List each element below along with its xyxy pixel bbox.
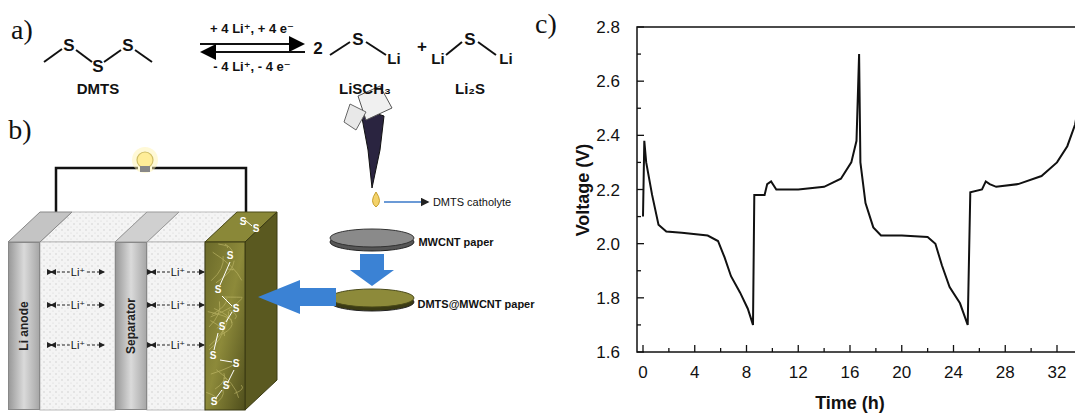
sulfur-atom: S	[215, 285, 222, 295]
ion-label: Li⁺	[170, 300, 186, 311]
sulfur-atom: S	[227, 251, 234, 261]
x-tick-label: 12	[789, 364, 808, 381]
ion-label: Li⁺	[170, 267, 186, 278]
compound-name: Li₂S	[455, 81, 485, 96]
ion-label: Li⁺	[170, 340, 186, 351]
axis-title: Voltage (V)	[574, 144, 592, 237]
slab-label: Separator	[124, 298, 138, 354]
li-anode-slab: Li anode	[8, 242, 40, 410]
atom-s: S	[92, 58, 103, 75]
separator-slab: Separator	[115, 242, 147, 410]
preparation-sketch	[258, 86, 428, 314]
sulfur-atom: S	[223, 381, 230, 391]
panel-letter: c)	[535, 10, 557, 38]
sulfur-atom: S	[240, 217, 247, 227]
material-label: DMTS@MWCNT paper	[417, 299, 534, 310]
y-tick-label: 1.8	[596, 289, 620, 306]
sulfur-atom: S	[253, 224, 260, 234]
atom-s: S	[122, 37, 133, 54]
sulfur-atom: S	[233, 359, 240, 369]
compound-name: LiSCH₃	[339, 81, 391, 96]
y-tick-label: 2.0	[596, 235, 620, 252]
ion-label: Li⁺	[70, 267, 86, 278]
panel-letter: b)	[8, 116, 31, 144]
x-tick-label: 16	[841, 364, 860, 381]
x-tick-label: 8	[742, 364, 751, 381]
atom-li: Li	[499, 51, 512, 66]
slab-label: Li anode	[17, 301, 31, 350]
y-tick-label: 2.6	[596, 73, 620, 90]
material-label: DMTS catholyte	[433, 197, 511, 208]
sulfur-atom: S	[219, 322, 226, 332]
sulfur-atom: S	[210, 351, 217, 361]
y-tick-label: 2.2	[596, 181, 620, 198]
reaction-condition: - 4 Li⁺, - 4 e⁻	[213, 60, 290, 73]
compound-name: DMTS	[77, 81, 120, 96]
sulfur-atom: S	[211, 397, 218, 407]
axis-title: Time (h)	[815, 394, 885, 412]
atom-li: Li	[387, 51, 400, 66]
voltage-chart	[637, 27, 1075, 352]
x-tick-label: 20	[892, 364, 911, 381]
sulfur-atom: S	[233, 304, 240, 314]
x-tick-label: 24	[944, 364, 963, 381]
coefficient: 2	[313, 40, 322, 57]
atom-s: S	[352, 31, 363, 48]
material-label: MWCNT paper	[418, 237, 493, 248]
ion-label: Li⁺	[70, 340, 86, 351]
x-tick-label: 32	[1048, 364, 1067, 381]
plus-sign: +	[417, 38, 427, 55]
y-tick-label: 2.4	[596, 127, 620, 144]
x-tick-label: 4	[690, 364, 699, 381]
atom-s: S	[63, 37, 74, 54]
x-tick-label: 0	[638, 364, 647, 381]
y-tick-label: 2.8	[596, 19, 620, 36]
panel-letter: a)	[11, 16, 33, 44]
ion-label: Li⁺	[70, 300, 86, 311]
x-tick-label: 28	[996, 364, 1015, 381]
reaction-condition: + 4 Li⁺, + 4 e⁻	[210, 22, 294, 35]
atom-li: Li	[431, 51, 444, 66]
cell-slabs	[8, 212, 277, 410]
y-tick-label: 1.6	[596, 344, 620, 361]
atom-s: S	[464, 31, 475, 48]
